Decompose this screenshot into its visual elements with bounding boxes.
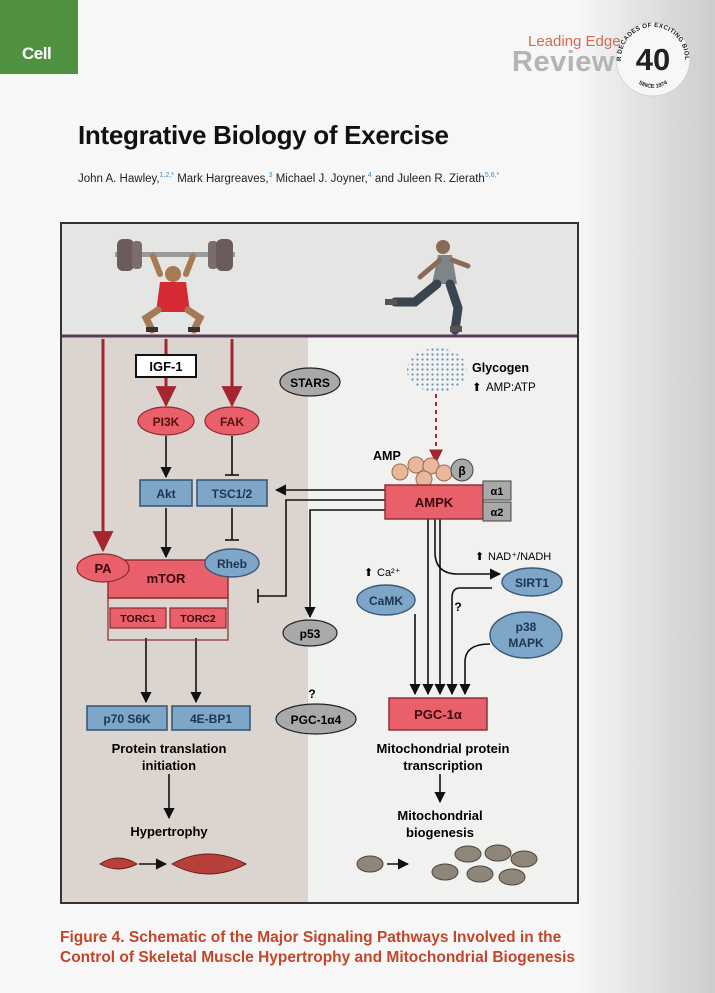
figure-caption: Figure 4. Schematic of the Major Signali… (60, 929, 576, 966)
node-ampk-beta-label: β (458, 464, 465, 478)
node-ampk-label: AMPK (415, 495, 454, 510)
node-pgc1a4 (275, 703, 357, 735)
article-title: Integrative Biology of Exercise (78, 120, 449, 150)
node-glycogen-label: Glycogen (472, 361, 529, 375)
node-fak-label: FAK (220, 415, 244, 429)
author-list: John A. Hawley,1,2,* Mark Hargreaves,3 M… (78, 172, 499, 185)
node-ca-label: Ca²⁺ (377, 567, 401, 579)
node-akt (139, 479, 193, 507)
series-review: Review (512, 46, 615, 78)
node-p38-label: p38 (516, 620, 537, 634)
up-arrow-nad-icon: ⬆ (475, 551, 484, 563)
runner-icon (385, 240, 471, 335)
author-2-affiliation: 3 (268, 172, 273, 179)
node-p70s6k-label: p70 S6K (103, 712, 151, 726)
label-initiation: initiation (142, 758, 196, 773)
node-p53-label: p53 (300, 627, 321, 641)
question-mark-pgc1a4: ? (308, 687, 315, 701)
node-tsc (196, 479, 268, 507)
node-pa-label: PA (94, 561, 112, 576)
badge-number: 40 (636, 42, 670, 77)
node-nad-label: NAD⁺/NADH (488, 551, 551, 563)
node-mapk-label: MAPK (508, 636, 544, 650)
large-muscle-icon (170, 853, 248, 875)
node-akt-label: Akt (156, 487, 175, 501)
author-1: John A. Hawley, (78, 172, 160, 185)
node-p70s6k (86, 705, 168, 731)
up-arrow-ampatp-icon: ⬆ (472, 381, 482, 394)
node-ampk-alpha1-label: α1 (491, 486, 504, 498)
label-transcription: transcription (403, 758, 483, 773)
node-pa (76, 553, 130, 583)
node-4ebp1-label: 4E-BP1 (190, 712, 232, 726)
node-torc2 (169, 607, 227, 629)
node-igf1-label: IGF-1 (149, 359, 182, 374)
small-muscle-icon (99, 857, 138, 870)
node-ampk-alpha2-label: α2 (491, 507, 504, 519)
node-ampk-alpha2 (482, 501, 512, 522)
node-pgc1a (388, 697, 488, 731)
label-biogenesis: biogenesis (406, 825, 474, 840)
node-ampk (384, 484, 484, 520)
node-pgc1a-label: PGC-1α (414, 707, 462, 722)
badge-since: SINCE 1974 (637, 79, 669, 89)
node-p38mapk (489, 611, 563, 659)
svg-text:SINCE 1974: SINCE 1974 (637, 79, 669, 89)
node-camk (356, 584, 416, 616)
node-rheb-label: Rheb (217, 557, 247, 571)
node-ampk-beta (450, 458, 474, 482)
node-stars-label: STARS (290, 376, 330, 390)
series-leading-edge: Leading Edge (528, 33, 621, 50)
node-stars (279, 367, 341, 397)
athletes-panel (62, 224, 577, 336)
label-mitochondrial: Mitochondrial (397, 808, 482, 823)
weightlifter-icon (115, 239, 235, 334)
mitochondria-icon (356, 844, 538, 886)
node-pgc1a4-label: PGC-1α4 (291, 713, 342, 727)
glycogen-icon (407, 348, 467, 392)
node-mtor-label: mTOR (147, 571, 186, 586)
node-sirt1-label: SIRT1 (515, 576, 549, 590)
journal-name: Cell (22, 44, 52, 63)
node-torc1 (109, 607, 167, 629)
author-4: and Juleen R. Zierath (371, 172, 485, 185)
author-4-affiliation: 5,6,* (484, 172, 500, 179)
cell-logo: Cell (0, 0, 78, 74)
node-torc1-label: TORC1 (120, 613, 156, 625)
node-torc2-label: TORC2 (180, 613, 216, 625)
node-tsc-label: TSC1/2 (212, 487, 253, 501)
node-ampk-alpha1 (482, 480, 512, 501)
node-pi3k (137, 406, 195, 436)
node-ampatp-label: AMP:ATP (486, 382, 536, 394)
author-1-affiliation: 1,2,* (159, 172, 175, 179)
up-arrow-ca-icon: ⬆ (364, 567, 373, 579)
node-camk-label: CaMK (369, 594, 403, 608)
label-protein-translation: Protein translation (112, 741, 227, 756)
node-amp-label: AMP (373, 449, 401, 463)
question-mark-sirt1: ? (454, 600, 461, 614)
amp-molecules-icon (391, 456, 453, 488)
anniversary-badge: FOUR DECADES OF EXCITING BIOLOGY SINCE 1… (612, 18, 691, 97)
node-sirt1 (501, 567, 563, 597)
node-rheb (204, 548, 260, 578)
node-p53 (282, 619, 338, 647)
node-fak (204, 406, 260, 436)
node-4ebp1 (171, 705, 251, 731)
signaling-pathway-figure: IGF-1 STARS PI3K FAK Akt TSC1/2 mTOR TOR… (60, 222, 579, 904)
author-2: Mark Hargreaves, (174, 172, 269, 185)
page-edge-shadow (575, 0, 715, 993)
author-3-affiliation: 4 (367, 172, 372, 179)
node-pi3k-label: PI3K (153, 415, 180, 429)
label-hypertrophy: Hypertrophy (130, 824, 208, 839)
label-mito-protein: Mitochondrial protein (377, 741, 510, 756)
author-3: Michael J. Joyner, (272, 172, 368, 185)
node-igf1 (135, 354, 197, 378)
